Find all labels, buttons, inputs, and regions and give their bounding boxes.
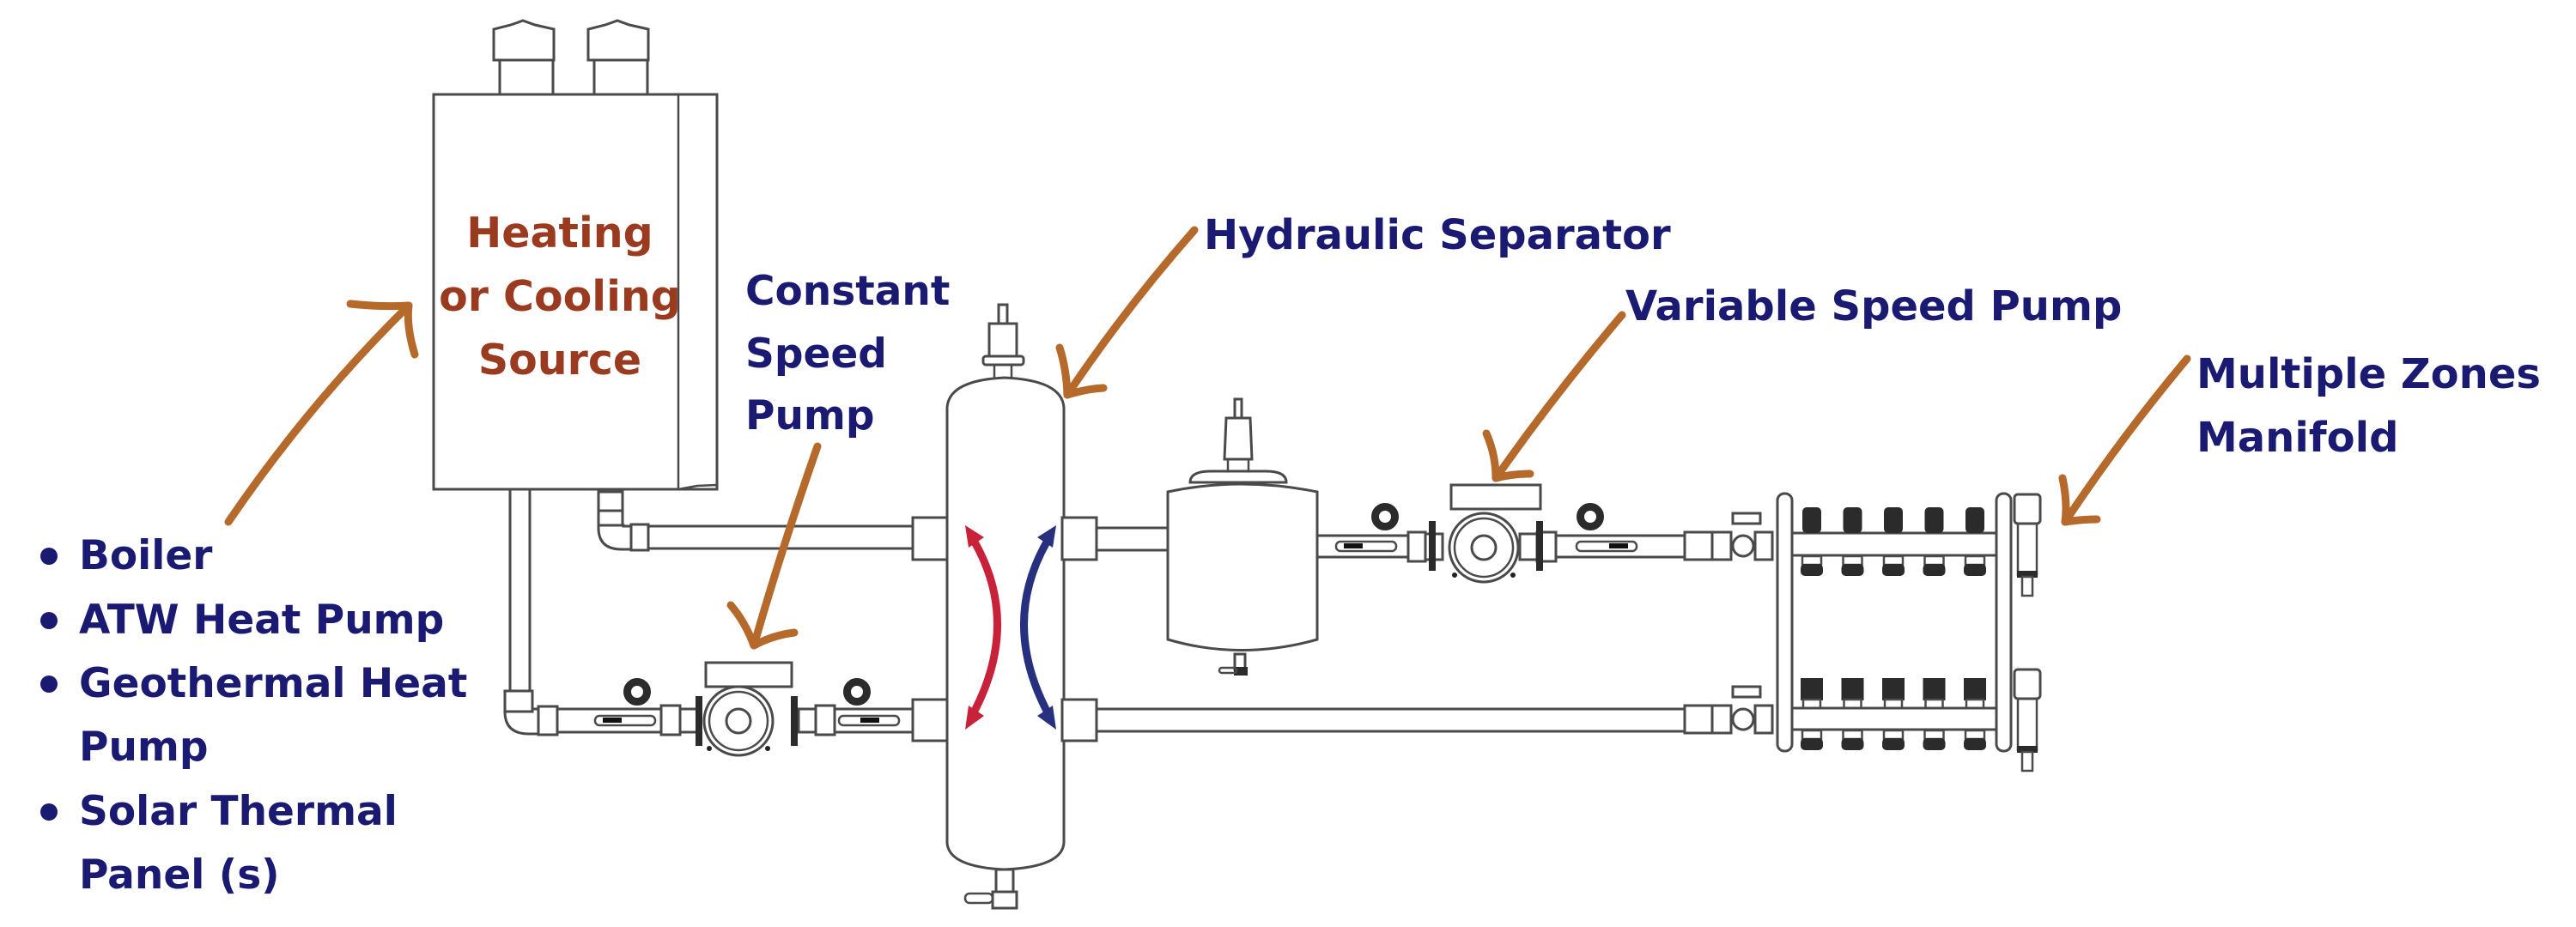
- heat-source-label-line2: or Cooling: [439, 272, 681, 321]
- bullet-icon: [40, 612, 58, 629]
- zone-loop: [1801, 507, 1823, 750]
- heat-source-label-line1: Heating: [466, 209, 653, 258]
- heat-source-cabinet: [432, 93, 719, 491]
- callout-arrow-heat-source: [224, 300, 419, 526]
- multi-zone-manifold: [1710, 492, 2042, 772]
- callout-arrow-constant-speed-pump: [726, 442, 822, 650]
- flue-vent-right: [586, 19, 650, 96]
- heat-source-unit: Heating or Cooling Source: [432, 19, 719, 491]
- zone-loop: [1882, 507, 1905, 750]
- callout-arrow-variable-speed-pump: [1482, 311, 1626, 482]
- list-item-text: Solar Thermal: [79, 788, 398, 835]
- list-item: Geothermal Heat Pump: [40, 660, 467, 771]
- hydraulic-separator-label: Hydraulic Separator: [1204, 211, 1671, 259]
- hydraulic-separator: [945, 303, 1098, 910]
- manifold-label: Multiple Zones Manifold: [2196, 350, 2541, 462]
- list-item-text-continued: Pump: [79, 724, 209, 771]
- list-item: ATW Heat Pump: [40, 597, 444, 644]
- constant-speed-pump-label-line2: Speed: [745, 330, 887, 378]
- list-item-text: Geothermal Heat: [79, 660, 467, 707]
- zone-loops: [1801, 507, 1986, 750]
- zone-loop: [1964, 507, 1986, 750]
- bullet-icon: [40, 548, 58, 565]
- flue-vent-left: [492, 19, 556, 96]
- list-item: Boiler: [40, 532, 213, 579]
- manifold-label-line1: Multiple Zones: [2196, 350, 2541, 398]
- cold-flow-arrow: [1020, 535, 1053, 718]
- list-item-text-continued: Panel (s): [79, 851, 280, 899]
- bullet-icon: [40, 803, 58, 821]
- hot-flow-arrow: [969, 535, 1001, 718]
- zone-loop: [1841, 507, 1864, 750]
- list-item-text: Boiler: [79, 532, 213, 579]
- secondary-supply-pipe-a: [1095, 526, 1170, 552]
- variable-speed-pump-label: Variable Speed Pump: [1625, 282, 2122, 330]
- source-options-list: Boiler ATW Heat Pump Geothermal Heat Pum…: [40, 532, 467, 899]
- callout-arrow-manifold: [2058, 354, 2191, 526]
- zone-loop: [1923, 507, 1946, 750]
- primary-supply-pipe: [597, 490, 951, 561]
- manifold-return-valve: [1710, 685, 1774, 735]
- air-dirt-separator-tank: [1166, 397, 1319, 676]
- list-item: Solar Thermal Panel (s): [40, 788, 398, 899]
- secondary-return-pipe: [1095, 704, 1714, 735]
- constant-speed-pump-label-line1: Constant: [745, 268, 950, 315]
- constant-speed-pump-label-line3: Pump: [745, 392, 875, 439]
- callout-arrow-hydraulic-separator: [1055, 226, 1199, 399]
- manifold-label-line2: Manifold: [2196, 414, 2398, 462]
- variable-speed-pump: [1334, 483, 1638, 584]
- bullet-icon: [40, 676, 58, 693]
- heat-source-label-line3: Source: [478, 336, 641, 385]
- constant-speed-pump-label: Constant Speed Pump: [745, 268, 950, 439]
- list-item-text: ATW Heat Pump: [79, 597, 444, 644]
- manifold-supply-valve: [1710, 512, 1774, 561]
- constant-speed-pump: [593, 661, 901, 757]
